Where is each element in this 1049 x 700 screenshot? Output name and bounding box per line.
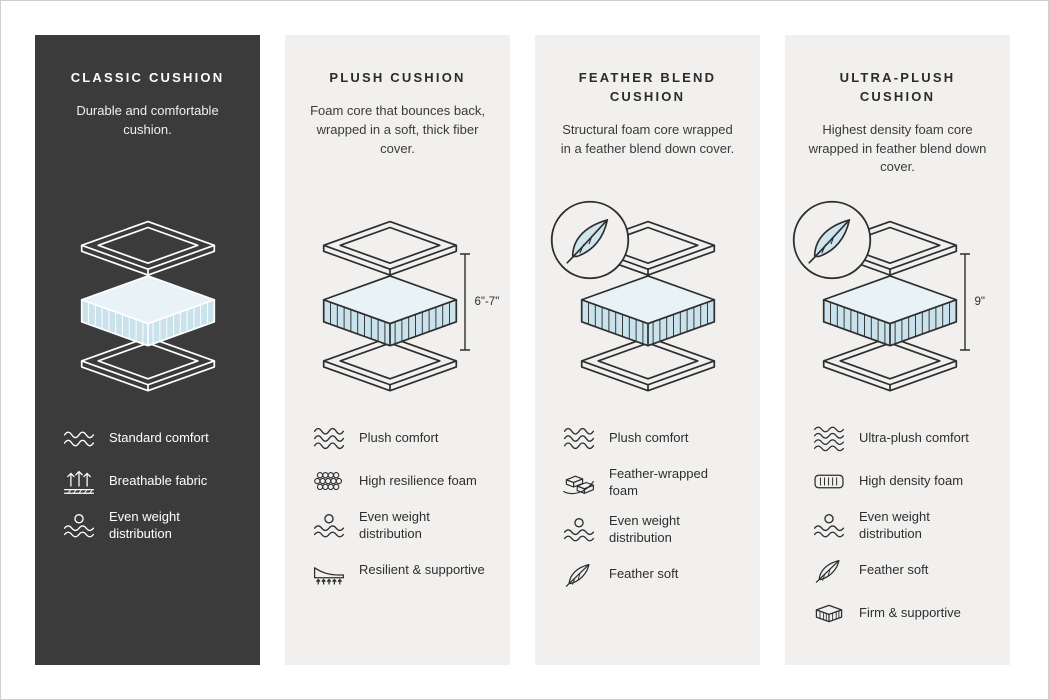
features-list: Standard comfort Breathable fabric Even … <box>55 423 240 543</box>
card-header: ULTRA-PLUSH CUSHION Highest density foam… <box>805 69 990 187</box>
feature-label: High density foam <box>859 472 964 488</box>
card-feather-blend-cushion: FEATHER BLEND CUSHION Structural foam co… <box>535 35 760 665</box>
feature-item: Resilient & supportive <box>311 556 490 586</box>
waves-icon <box>561 424 597 453</box>
card-description: Structural foam core wrapped in a feathe… <box>560 121 735 156</box>
feature-label: Feather soft <box>609 566 679 582</box>
feature-item: High density foam <box>811 466 990 496</box>
height-measure-line <box>459 253 471 351</box>
even-weight-distribution-icon <box>811 511 847 540</box>
feature-label: Even weight distribution <box>359 509 430 541</box>
features-list: Ultra-plush comfort High density foam Ev… <box>805 423 990 629</box>
feature-label: Even weight distribution <box>859 509 930 541</box>
breathable-fabric-icon <box>61 467 97 496</box>
feature-label: Standard comfort <box>109 429 209 445</box>
resilient-supportive-icon <box>311 556 347 585</box>
feature-label: Feather-wrapped foam <box>609 466 708 498</box>
feature-label: Breathable fabric <box>109 472 208 488</box>
cushion-layers-illustration <box>305 213 475 395</box>
feather-badge-icon <box>791 199 873 281</box>
height-indicator: 9" <box>959 253 985 351</box>
feather-badge-icon <box>549 199 631 281</box>
height-measure-line <box>959 253 971 351</box>
feature-label: Even weight distribution <box>109 509 180 541</box>
feature-item: Even weight distribution <box>811 509 990 543</box>
cushion-diagram: 9" <box>805 213 985 395</box>
feather-wrapped-foam-icon <box>561 468 597 497</box>
features-list: Plush comfort High resilience foam Even … <box>305 423 490 586</box>
card-description: Durable and comfortable cushion. <box>76 102 219 137</box>
height-indicator: 6"-7" <box>459 253 500 351</box>
feature-item: Feather soft <box>561 560 740 590</box>
cushion-diagram: 6"-7" <box>305 213 499 395</box>
features-list: Plush comfort Feather-wrapped foam Even … <box>555 423 740 590</box>
feature-item: Plush comfort <box>561 423 740 453</box>
feather-icon <box>561 560 597 589</box>
card-header: FEATHER BLEND CUSHION Structural foam co… <box>555 69 740 187</box>
feature-label: Plush comfort <box>609 429 689 445</box>
feature-item: Plush comfort <box>311 423 490 453</box>
card-plush-cushion: PLUSH CUSHION Foam core that bounces bac… <box>285 35 510 665</box>
feature-label: Plush comfort <box>359 429 439 445</box>
waves-icon <box>61 424 97 453</box>
feature-item: Even weight distribution <box>311 509 490 543</box>
card-classic-cushion: CLASSIC CUSHION Durable and comfortable … <box>35 35 260 665</box>
feature-item: Standard comfort <box>61 423 240 453</box>
high-density-foam-icon <box>811 467 847 496</box>
cushion-layers-illustration <box>63 213 233 395</box>
even-weight-distribution-icon <box>561 515 597 544</box>
even-weight-distribution-icon <box>61 511 97 540</box>
feature-label: Even weight distribution <box>609 512 680 545</box>
firm-supportive-icon <box>811 599 847 628</box>
high-resilience-foam-icon <box>311 467 347 496</box>
height-label: 6"-7" <box>474 296 500 308</box>
card-title: PLUSH CUSHION <box>329 70 466 85</box>
card-description: Foam core that bounces back, wrapped in … <box>310 102 485 156</box>
card-header: PLUSH CUSHION Foam core that bounces bac… <box>305 69 490 187</box>
feature-label: Firm & supportive <box>859 605 961 621</box>
height-label: 9" <box>974 296 985 308</box>
even-weight-distribution-icon <box>311 511 347 540</box>
feature-item: Firm & supportive <box>811 599 990 629</box>
waves-icon <box>311 424 347 453</box>
feature-label: High resilience foam <box>359 472 477 488</box>
feature-item: Feather-wrapped foam <box>561 466 740 500</box>
feature-item: Ultra-plush comfort <box>811 423 990 453</box>
cushion-diagram <box>63 213 233 395</box>
card-title: CLASSIC CUSHION <box>70 70 225 85</box>
feature-item: Feather soft <box>811 556 990 586</box>
waves-icon <box>811 424 847 453</box>
feather-icon <box>811 556 847 585</box>
card-title: FEATHER BLEND CUSHION <box>578 70 717 104</box>
card-header: CLASSIC CUSHION Durable and comfortable … <box>55 69 240 187</box>
feature-label: Ultra-plush comfort <box>859 429 969 445</box>
cushion-diagram <box>563 213 733 395</box>
feature-label: Feather soft <box>859 562 929 578</box>
feature-item: Even weight distribution <box>61 509 240 543</box>
feature-item: High resilience foam <box>311 466 490 496</box>
feature-item: Even weight distribution <box>561 513 740 547</box>
cushion-comparison: CLASSIC CUSHION Durable and comfortable … <box>35 35 1010 665</box>
card-description: Highest density foam core wrapped in fea… <box>808 121 987 175</box>
card-ultra-plush-cushion: ULTRA-PLUSH CUSHION Highest density foam… <box>785 35 1010 665</box>
card-title: ULTRA-PLUSH CUSHION <box>839 70 956 104</box>
feature-label: Resilient & supportive <box>359 562 485 578</box>
feature-item: Breathable fabric <box>61 466 240 496</box>
